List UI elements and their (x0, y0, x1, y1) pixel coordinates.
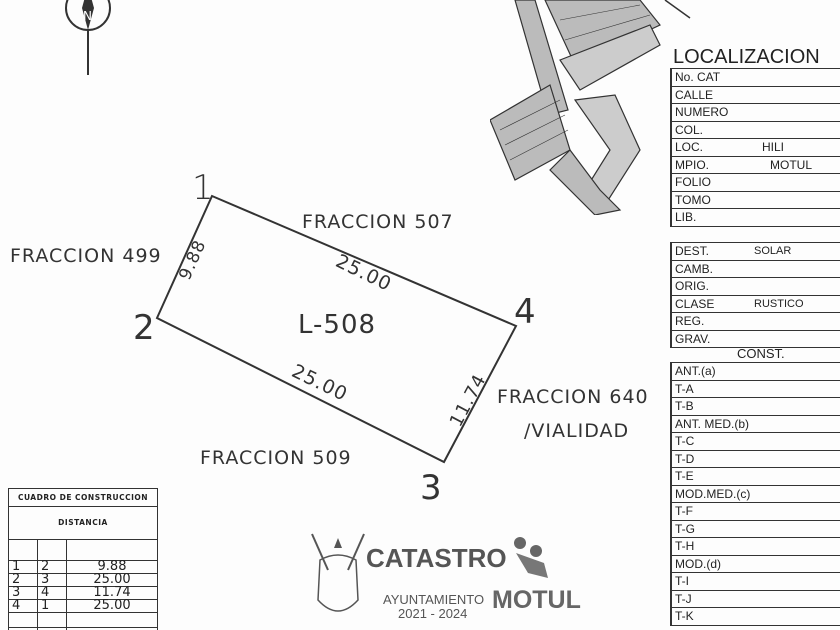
mpio-value: MOTUL (770, 157, 812, 172)
table-row: LOC.HILI (672, 139, 840, 157)
logo-city: MOTUL (492, 586, 581, 614)
table-row: MOD.(d) (672, 556, 840, 573)
loc-value: HILI (762, 140, 785, 154)
clase-value: RUSTICO (754, 297, 804, 310)
vertex-1: 1 (192, 168, 215, 208)
table-row: T-H (672, 538, 840, 556)
vertex-2: 2 (133, 308, 156, 348)
table-row: T-F (672, 503, 840, 521)
localizacion-table: No. CAT CALLE NUMERO COL. LOC.HILI MPIO.… (670, 68, 840, 227)
lot-label: L-508 (298, 310, 377, 340)
parcel-drawing (155, 194, 518, 464)
logo-years: 2021 - 2024 (398, 606, 468, 621)
dest-value: SOLAR (754, 245, 792, 257)
table-row: MOD.MED.(c) (672, 486, 840, 503)
svg-text:N: N (83, 9, 92, 23)
table-row: ORIG. (672, 278, 840, 296)
cuadro-title: CUADRO DE CONSTRUCCION (9, 489, 157, 507)
const-title: CONST. (737, 346, 785, 361)
north-arrow-icon: N (65, 0, 111, 75)
logo-title: CATASTRO (366, 543, 507, 573)
table-row: MPIO.MOTUL (672, 157, 840, 174)
table-row: CAMB. (672, 261, 840, 278)
table-row: COL. (672, 122, 840, 139)
parcel-boundary (155, 194, 518, 464)
vertex-4: 4 (514, 292, 537, 332)
location-map (490, 0, 691, 215)
table-row: T-K (672, 608, 840, 626)
logo-ayuntamiento: AYUNTAMIENTO (383, 592, 485, 607)
neighbor-north: FRACCION 507 (302, 211, 454, 233)
localizacion-title: LOCALIZACION (673, 46, 820, 68)
table-row: NUMERO (672, 104, 840, 122)
neighbor-west: FRACCION 499 (10, 245, 162, 267)
table-row: ANT.(a) (672, 362, 840, 381)
table-row: T-C (672, 433, 840, 451)
coat-of-arms-icon (311, 533, 365, 612)
table-row: REG. (672, 313, 840, 331)
neighbor-south: FRACCION 509 (200, 447, 352, 469)
cuadro-subtitle: DISTANCIA (9, 507, 157, 540)
table-row: CALLE (672, 87, 840, 104)
table-row: T-G (672, 521, 840, 538)
table-row: T-D (672, 451, 840, 468)
table-row: T-E (672, 468, 840, 486)
table-row: TOMO (672, 192, 840, 209)
table-row: ANT. MED.(b) (672, 416, 840, 433)
neighbor-east: FRACCION 640 (497, 386, 649, 408)
table-row: T-B (672, 398, 840, 416)
motul-emblem-icon (514, 537, 548, 578)
table-row: GRAV. (672, 331, 840, 348)
table-row: LIB. (672, 209, 840, 227)
table-row: DEST.SOLAR (672, 242, 840, 261)
table-row: FOLIO (672, 174, 840, 192)
vertex-3: 3 (420, 468, 443, 508)
table-row: No. CAT (672, 68, 840, 87)
table-row: T-A (672, 381, 840, 398)
table-row: T-I (672, 573, 840, 591)
neighbor-east-vialidad: /VIALIDAD (524, 420, 630, 442)
table-row: T-J (672, 591, 840, 608)
